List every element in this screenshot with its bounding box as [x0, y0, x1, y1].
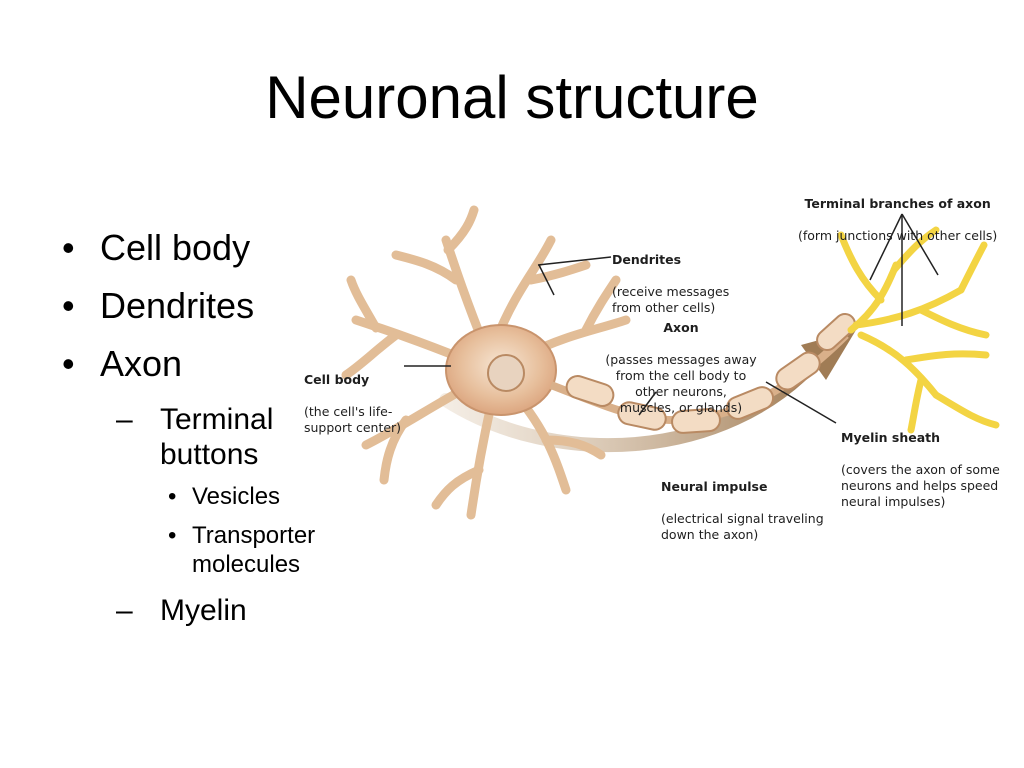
terminal-branches	[837, 226, 1000, 434]
label-dendrites-title: Dendrites	[612, 252, 682, 267]
bullet-vesicles: Vesicles	[166, 482, 315, 511]
label-cell-body: Cell body (the cell's life- support cent…	[304, 356, 401, 452]
label-myelin-sheath: Myelin sheath (covers the axon of some n…	[841, 414, 1000, 526]
neuron-illustration	[341, 205, 1000, 520]
label-dendrites-desc: (receive messages from other cells)	[612, 284, 730, 315]
bullet-dendrites: Dendrites	[58, 286, 315, 327]
myelin-segments	[565, 312, 856, 434]
neuron-diagram: Terminal branches of axon (form junction…	[296, 170, 1024, 550]
label-axon: Axon (passes messages away from the cell…	[596, 304, 766, 432]
label-terminal-branches-desc: (form junctions with other cells)	[798, 228, 998, 243]
label-axon-desc: (passes messages away from the cell body…	[605, 352, 757, 415]
bullet-terminal-buttons: Terminal buttons	[116, 402, 315, 472]
label-myelin-sheath-desc: (covers the axon of some neurons and hel…	[841, 462, 1000, 509]
page-title: Neuronal structure	[265, 64, 759, 131]
bullet-transporter-molecules: Transporter molecules	[166, 521, 315, 579]
label-myelin-sheath-title: Myelin sheath	[841, 430, 941, 445]
label-terminal-branches: Terminal branches of axon (form junction…	[798, 180, 997, 260]
nucleus-shape	[487, 354, 525, 392]
bullet-list: Cell body Dendrites Axon Terminal button…	[58, 228, 315, 638]
bullet-myelin: Myelin	[116, 593, 315, 628]
bullet-axon: Axon	[58, 344, 315, 385]
label-cell-body-desc: (the cell's life- support center)	[304, 404, 402, 435]
label-neural-impulse-desc: (electrical signal traveling down the ax…	[661, 511, 824, 542]
label-neural-impulse-title: Neural impulse	[661, 479, 768, 494]
bullet-cell-body: Cell body	[58, 228, 315, 269]
label-axon-title: Axon	[663, 320, 699, 335]
label-terminal-branches-title: Terminal branches of axon	[804, 196, 991, 211]
pointer-lines	[404, 213, 939, 424]
impulse-arrow	[439, 353, 823, 453]
label-cell-body-title: Cell body	[304, 372, 370, 387]
bullet-terminal-buttons-text: Terminal buttons	[160, 403, 274, 471]
label-dendrites: Dendrites (receive messages from other c…	[612, 236, 729, 332]
label-neural-impulse: Neural impulse (electrical signal travel…	[661, 463, 824, 559]
